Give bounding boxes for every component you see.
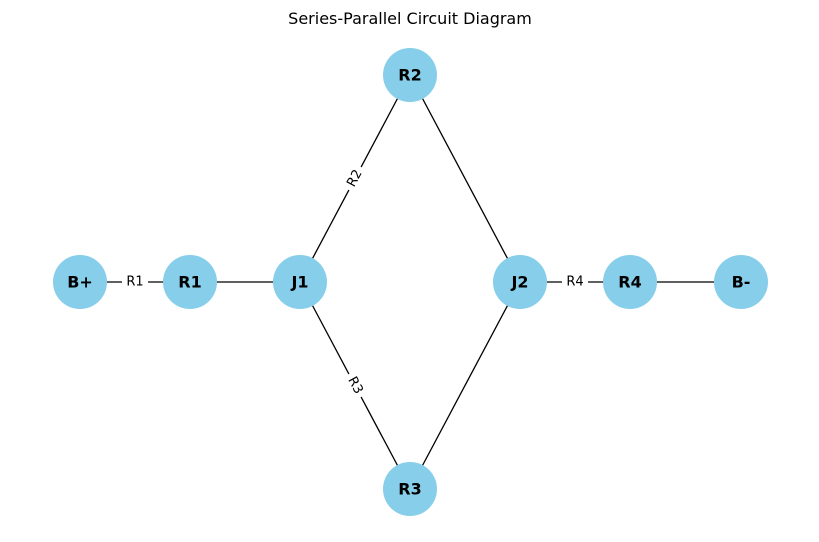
node-label: J1: [290, 273, 308, 292]
node-r1: R1: [163, 255, 217, 309]
edge-label-r2: R2: [340, 162, 370, 195]
edge-label-text: R2: [344, 167, 365, 189]
node-j2: J2: [493, 255, 547, 309]
node-label: B+: [67, 273, 93, 292]
node-label: R2: [398, 66, 421, 85]
node-label: R1: [178, 273, 201, 292]
node-circle: [273, 255, 327, 309]
node-label: R4: [618, 273, 641, 292]
edge-label-r3: R3: [340, 369, 370, 402]
edge-label-text: R3: [344, 374, 365, 396]
edge-label-background: [122, 273, 148, 291]
edge-r3-j2: [409, 281, 521, 490]
node-b-plus: B+: [53, 255, 107, 309]
node-label: B-: [732, 273, 751, 292]
node-j1: J1: [273, 255, 327, 309]
node-circle: [603, 255, 657, 309]
node-r2: R2: [383, 48, 437, 102]
diagram-title: Series-Parallel Circuit Diagram: [288, 9, 532, 28]
edge-label-text: R4: [566, 275, 583, 290]
edge-label-background: [340, 369, 370, 402]
node-label: R3: [398, 480, 421, 499]
edge-r2-j2: [409, 74, 521, 283]
edge-label-background: [340, 162, 370, 195]
node-circle: [163, 255, 217, 309]
node-circle: [714, 255, 768, 309]
node-circle: [53, 255, 107, 309]
node-circle: [493, 255, 547, 309]
node-r4: R4: [603, 255, 657, 309]
node-label: J2: [510, 273, 528, 292]
node-b-minus: B-: [714, 255, 768, 309]
edge-label-r4: R4: [562, 273, 588, 291]
edge-label-r1: R1: [122, 273, 148, 291]
edge-label-text: R1: [126, 275, 143, 290]
node-r3: R3: [383, 462, 437, 516]
edge-label-background: [562, 273, 588, 291]
node-circle: [383, 462, 437, 516]
node-circle: [383, 48, 437, 102]
